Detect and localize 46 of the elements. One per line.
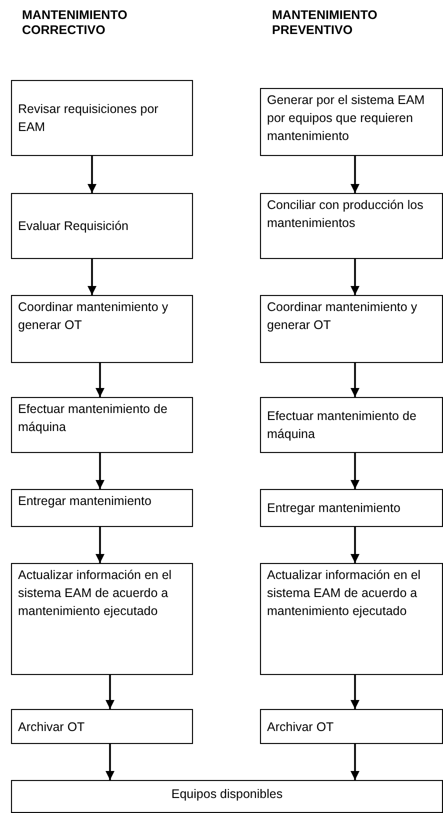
arrow [350, 259, 360, 295]
step-text: Coordinar mantenimiento y generar OT [18, 299, 170, 334]
arrow [88, 156, 96, 193]
process-box [260, 88, 443, 156]
step-text: Actualizar información en el sistema EAM de acuerdo a mantenimiento ejecutado [18, 567, 173, 620]
step-text: Evaluar Requisición [18, 218, 128, 235]
step-text: Revisar requisiciones por EAM [18, 101, 160, 136]
process-box [11, 295, 193, 363]
process-box [260, 397, 443, 453]
process-box [260, 295, 443, 363]
process-box [11, 80, 193, 156]
step-text: Entregar mantenimiento [267, 500, 400, 517]
arrow [96, 527, 104, 563]
process-box [11, 193, 193, 259]
arrow [96, 453, 104, 489]
process-box [260, 709, 443, 744]
process-box [260, 489, 443, 527]
process-box [11, 397, 193, 453]
process-box [260, 563, 443, 675]
arrow [350, 363, 360, 397]
process-box [11, 563, 193, 675]
arrow [106, 675, 114, 709]
arrow [88, 259, 96, 295]
process-box [11, 780, 443, 813]
arrow [350, 453, 360, 489]
step-text: Actualizar información en el sistema EAM de acuerdo a mantenimiento ejecutado [267, 567, 422, 620]
process-box [11, 709, 193, 744]
arrow [350, 744, 360, 780]
arrow [350, 527, 360, 563]
arrow [350, 675, 360, 709]
step-text: Generar por el sistema EAM por equipos que requieren mantenimiento [267, 92, 426, 145]
step-text: Efectuar mantenimiento de máquina [18, 401, 168, 436]
arrow [350, 156, 360, 193]
step-text: Archivar OT [267, 718, 334, 736]
step-text: Entregar mantenimiento [18, 493, 152, 510]
arrow [96, 363, 104, 397]
step-text: Efectuar mantenimiento de máquina [267, 408, 418, 443]
step-text: Archivar OT [18, 718, 85, 736]
column-heading: MANTENIMIENTO PREVENTIVO [272, 8, 378, 38]
step-text: Coordinar mantenimiento y generar OT [267, 299, 418, 334]
arrow [106, 744, 114, 780]
process-box [260, 193, 443, 259]
step-text: Conciliar con producción los mantenimientos [267, 197, 424, 232]
process-box [11, 489, 193, 527]
column-heading: MANTENIMIENTO CORRECTIVO [22, 8, 128, 38]
step-text: Equipos disponibles [171, 786, 283, 803]
